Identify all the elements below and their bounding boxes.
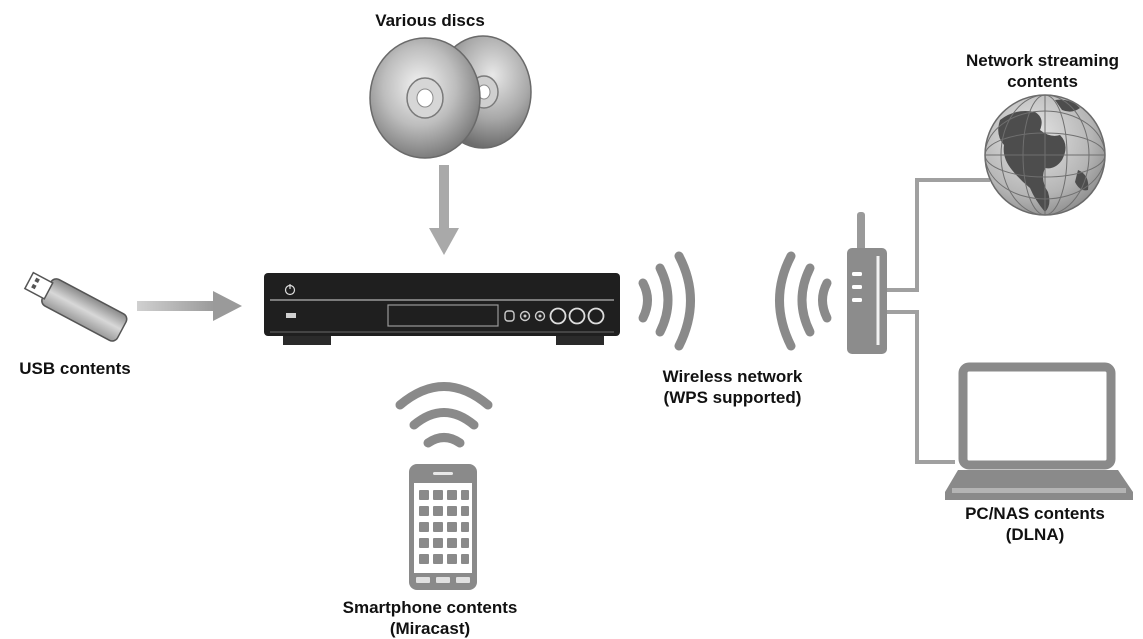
label-wireless-network: Wireless network (WPS supported): [662, 367, 803, 407]
right-arrow-icon: [137, 291, 242, 321]
laptop-icon: [945, 362, 1133, 500]
label-various-discs: Various discs: [375, 11, 485, 30]
globe-icon: [984, 94, 1106, 216]
blu-ray-player-icon: [264, 273, 620, 345]
down-arrow-icon: [429, 165, 459, 255]
disc-icon: [369, 35, 532, 159]
smartphone-icon: [409, 464, 477, 590]
label-pc-nas-contents: PC/NAS contents (DLNA): [965, 504, 1105, 544]
wireless-wave-icon: [638, 251, 695, 351]
label-network-streaming: Network streaming contents: [965, 51, 1120, 91]
wifi-icon: [395, 382, 493, 448]
wireless-wave-icon-router: [775, 251, 832, 351]
label-smartphone-contents: Smartphone contents (Miracast): [342, 598, 518, 638]
label-usb-contents: USB contents: [19, 359, 131, 378]
usb-stick-icon: [23, 271, 128, 342]
network-cable-lines: [886, 178, 990, 464]
router-icon: [847, 212, 887, 354]
